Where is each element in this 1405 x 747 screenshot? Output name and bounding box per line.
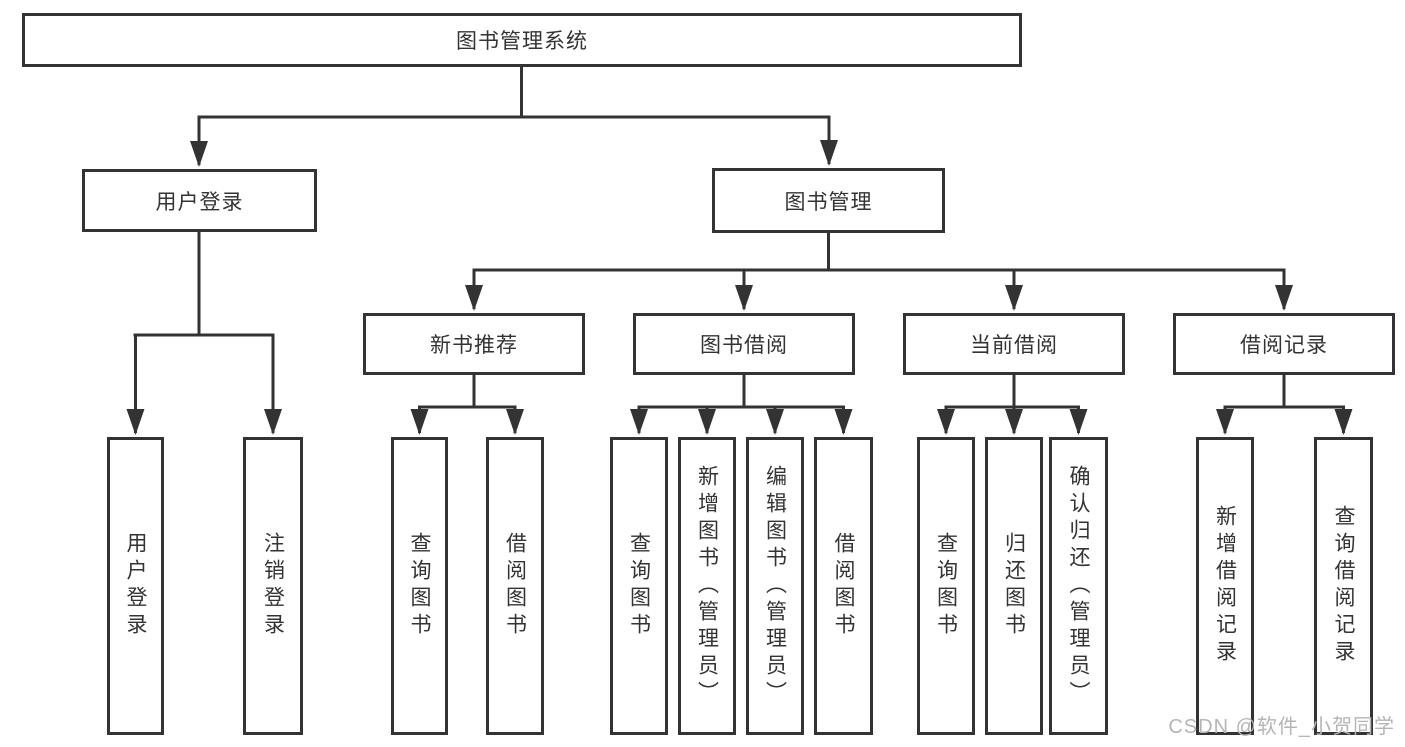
leaf-record-add-borrow-record: 新增借阅记录	[1196, 437, 1254, 735]
leaf-borrow-edit-book-admin: 编辑图书（管理员）	[746, 437, 804, 735]
leaf-user-login-label: 用户登录	[124, 532, 147, 640]
leaf-user-login: 用户登录	[107, 437, 164, 735]
node-user-login: 用户登录	[82, 169, 317, 232]
leaf-borrow-borrow-book: 借阅图书	[814, 437, 873, 735]
leaf-borrow-edit-book-admin-label: 编辑图书（管理员）	[763, 464, 787, 708]
node-book-borrow: 图书借阅	[633, 313, 855, 375]
leaf-recommend-borrow-book: 借阅图书	[486, 437, 544, 735]
leaf-current-query-book-label: 查询图书	[934, 532, 958, 640]
connector-current-to-leaves	[937, 375, 1088, 435]
leaf-current-return-book: 归还图书	[985, 437, 1043, 735]
node-current-borrow-label: 当前借阅	[970, 334, 1058, 357]
connector-root-to-level2	[190, 67, 838, 167]
node-root-label: 图书管理系统	[456, 30, 588, 53]
leaf-current-confirm-return-admin: 确认归还（管理员）	[1049, 437, 1108, 735]
leaf-recommend-query-book-label: 查询图书	[408, 532, 431, 640]
leaf-borrow-borrow-book-label: 借阅图书	[832, 532, 855, 640]
node-root-system: 图书管理系统	[22, 13, 1022, 67]
leaf-current-query-book: 查询图书	[917, 437, 975, 735]
node-borrow-record-label: 借阅记录	[1240, 334, 1328, 357]
node-book-management-label: 图书管理	[784, 190, 873, 214]
node-user-login-label: 用户登录	[155, 190, 244, 214]
leaf-borrow-query-book: 查询图书	[610, 437, 668, 735]
node-new-book-recommend-label: 新书推荐	[430, 334, 518, 357]
node-book-management: 图书管理	[712, 168, 945, 233]
connector-login-to-leaves	[126, 232, 282, 435]
node-new-book-recommend: 新书推荐	[363, 313, 585, 375]
leaf-logout-login-label: 注销登录	[261, 532, 285, 640]
csdn-watermark: CSDN @软件_小贺同学	[1168, 716, 1395, 738]
leaf-record-query-borrow-record: 查询借阅记录	[1314, 437, 1373, 735]
leaf-borrow-add-book-admin: 新增图书（管理员）	[678, 437, 736, 735]
connector-bookmgmt-to-level3	[465, 233, 1293, 311]
connector-recommend-to-leaves	[410, 375, 524, 435]
leaf-record-query-borrow-record-label: 查询借阅记录	[1332, 505, 1355, 667]
leaf-current-return-book-label: 归还图书	[1002, 532, 1026, 640]
leaf-borrow-query-book-label: 查询图书	[627, 532, 651, 640]
leaf-logout-login: 注销登录	[243, 437, 303, 735]
leaf-recommend-query-book: 查询图书	[391, 437, 448, 735]
leaf-recommend-borrow-book-label: 借阅图书	[503, 532, 527, 640]
leaf-current-confirm-return-admin-label: 确认归还（管理员）	[1067, 464, 1090, 708]
node-book-borrow-label: 图书借阅	[700, 334, 788, 357]
connector-borrow-to-leaves	[630, 375, 853, 435]
connector-record-to-leaves	[1216, 375, 1353, 435]
node-current-borrow: 当前借阅	[903, 313, 1125, 375]
leaf-record-add-borrow-record-label: 新增借阅记录	[1213, 505, 1237, 667]
node-borrow-record: 借阅记录	[1173, 313, 1395, 375]
leaf-borrow-add-book-admin-label: 新增图书（管理员）	[695, 464, 719, 708]
